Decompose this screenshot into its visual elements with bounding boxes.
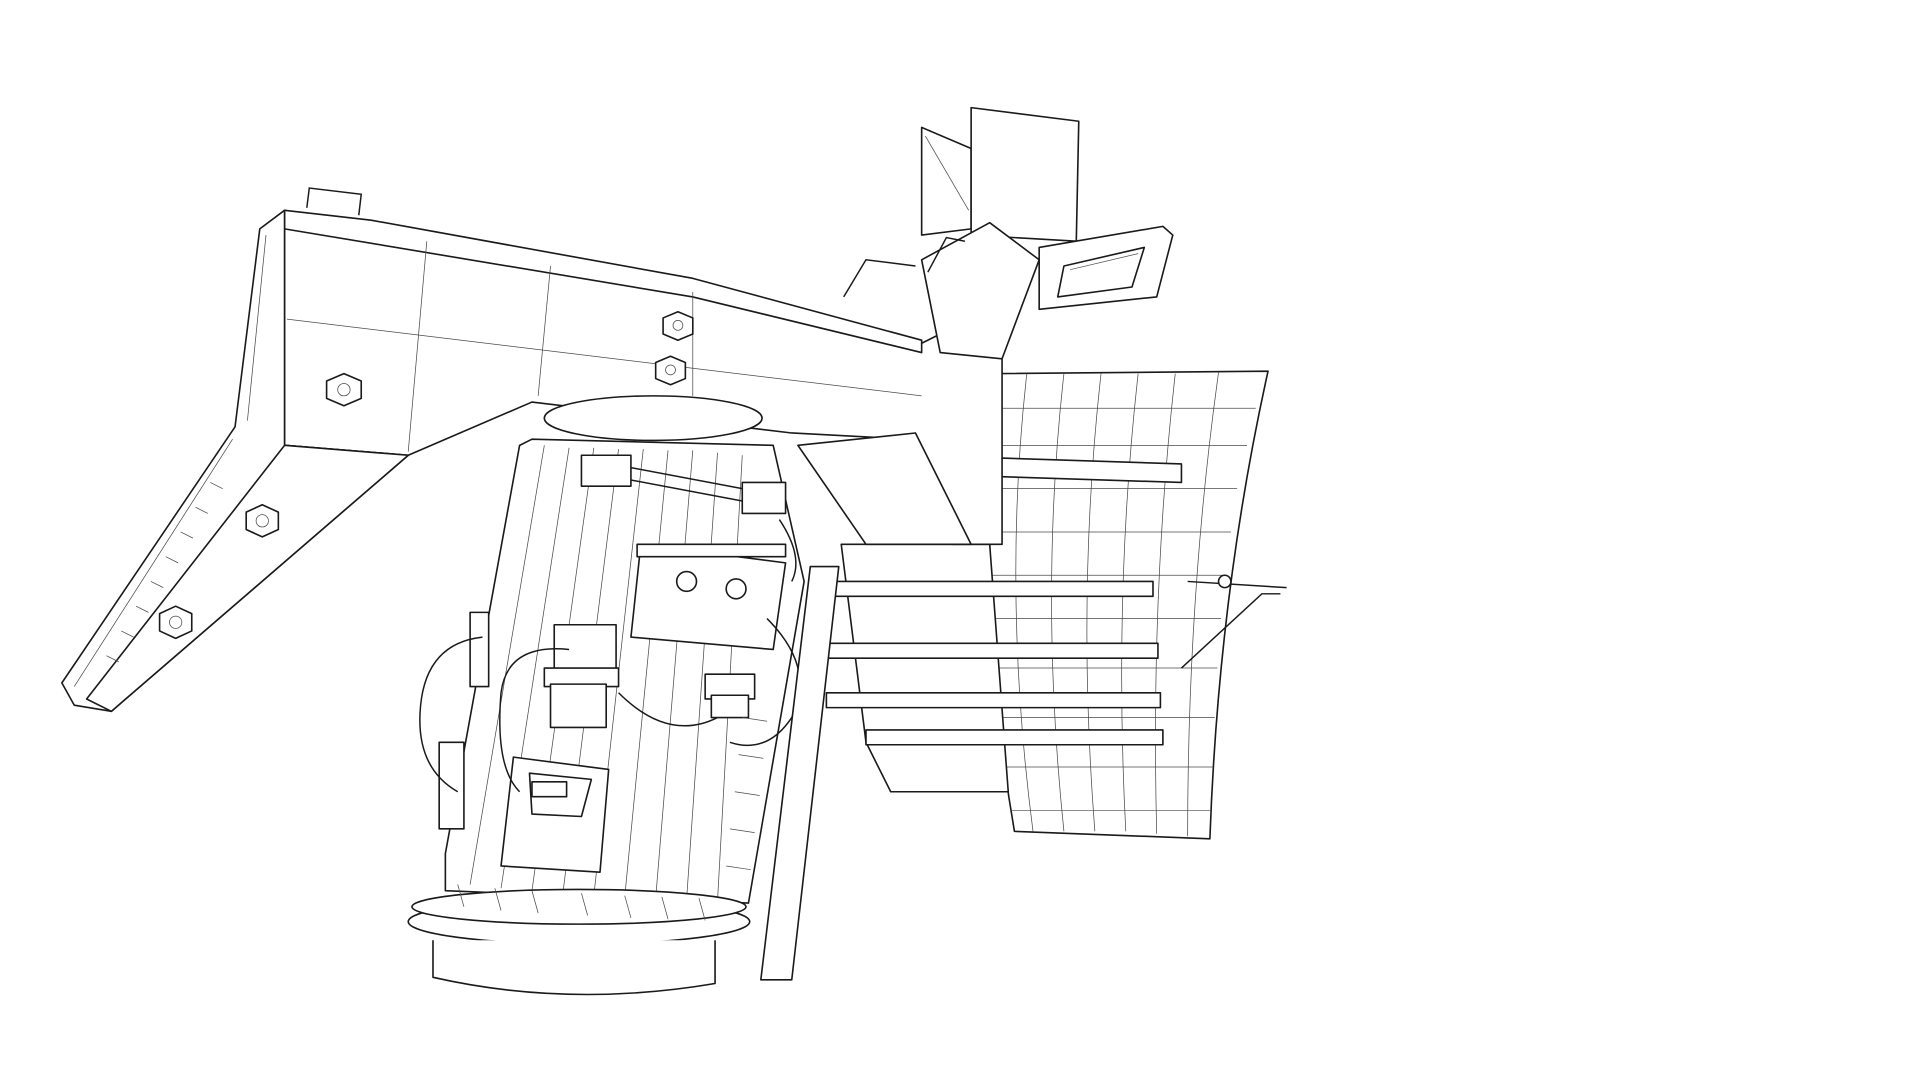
- hex-nuts: [158, 310, 694, 640]
- wire-line: [457, 884, 706, 921]
- wire-line: [537, 265, 551, 396]
- wire-line: [419, 636, 483, 793]
- hex-nut: [662, 310, 694, 342]
- wire-line: [1180, 593, 1281, 669]
- wire-line: [531, 781, 568, 798]
- wire-line: [247, 235, 267, 421]
- ladder: [726, 565, 840, 981]
- wire-line: [169, 615, 183, 629]
- wire-line: [920, 221, 1040, 360]
- wire-line: [549, 683, 607, 729]
- wire-line: [255, 514, 269, 528]
- wire-line: [286, 318, 922, 397]
- leg: [61, 209, 410, 713]
- gauge-icon: [725, 578, 747, 600]
- wire-line: [469, 611, 490, 688]
- cables: [419, 519, 801, 793]
- wire-line: [1217, 574, 1232, 589]
- main-beam: [283, 187, 1040, 546]
- wire-line: [438, 741, 465, 830]
- wire-line: [106, 482, 223, 663]
- wire-line: [760, 565, 840, 981]
- wire-line: [580, 454, 632, 487]
- wire-line: [630, 543, 787, 651]
- wire-line: [865, 729, 1164, 746]
- wire-line: [306, 187, 363, 216]
- wire-line: [432, 940, 716, 996]
- components: [438, 611, 756, 873]
- wire-line: [825, 642, 1159, 659]
- control-box: [580, 454, 787, 651]
- wire-line: [920, 126, 972, 236]
- wire-line: [825, 691, 1162, 709]
- wire-line: [726, 717, 768, 871]
- hex-nut: [245, 503, 280, 538]
- wire-line: [283, 209, 923, 354]
- wire-line: [73, 438, 233, 687]
- wire-line: [925, 135, 969, 211]
- wire-line: [618, 692, 718, 727]
- wire-line: [797, 432, 972, 546]
- wire-line: [1187, 580, 1287, 589]
- hopper: [920, 106, 1174, 311]
- wire-line: [85, 444, 410, 713]
- gauge-icon: [675, 570, 698, 593]
- wire-line: [630, 466, 743, 490]
- hex-nut: [158, 605, 193, 640]
- wire-line: [636, 543, 787, 558]
- wire-line: [843, 258, 916, 298]
- wire-line: [778, 519, 797, 582]
- hex-nut: [325, 372, 363, 407]
- wire-line: [1056, 246, 1146, 298]
- wire-line: [927, 236, 966, 273]
- wire-line: [970, 106, 1080, 243]
- wire-line: [828, 580, 1154, 598]
- fan-shroud: [825, 370, 1287, 840]
- wire-line: [407, 241, 428, 452]
- wire-line: [543, 395, 763, 442]
- wire-line: [630, 479, 743, 502]
- wire-line: [1070, 253, 1139, 271]
- wire-line: [1015, 372, 1219, 837]
- wire-line: [499, 648, 570, 793]
- wire-line: [741, 481, 787, 515]
- hex-nut: [654, 355, 687, 386]
- wire-line: [411, 888, 747, 925]
- wire-line: [992, 407, 1256, 811]
- wire-line: [988, 370, 1269, 840]
- wire-line: [672, 320, 684, 331]
- wire-line: [665, 364, 676, 376]
- wire-line: [337, 383, 351, 397]
- wire-line: [710, 694, 750, 719]
